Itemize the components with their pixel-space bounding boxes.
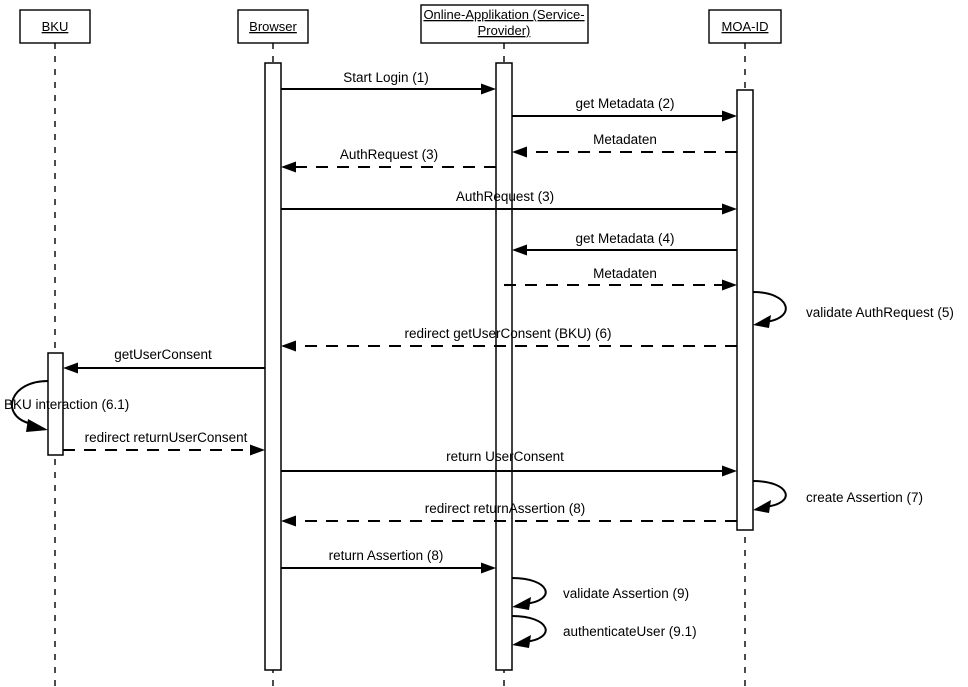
arrowhead-authrequest-3-solid [722,203,737,215]
arrowhead-create-assertion-7 [753,500,771,513]
arrowhead-redirect-returnassertion [281,515,296,527]
message-validate-authrequest-5[interactable]: validate AuthRequest (5) [752,291,954,328]
message-redirect-returnassertion[interactable]: redirect returnAssertion (8) [281,501,737,527]
message-bku-interaction[interactable]: BKU interaction (6.1) [4,380,129,432]
message-loop-validate-assertion-9 [511,577,547,605]
arrowhead-metadaten-2 [722,279,737,291]
message-authenticateuser[interactable]: authenticateUser (9.1) [511,615,697,648]
participant-head-browser[interactable]: Browser [237,9,309,44]
activation-bar-browser [264,62,282,671]
arrowhead-authrequest-3-dashed [281,161,296,173]
participant-label-online-applikation-line1: Online-Applikation (Service- [423,7,584,22]
activation-bar-moa-id [736,89,754,531]
message-label-create-assertion-7: create Assertion (7) [806,490,923,505]
participant-box-bku [19,9,91,44]
arrowhead-redirect-getuserconsent [281,340,296,352]
participant-head-bku[interactable]: BKU [19,9,91,44]
message-label-bku-interaction: BKU interaction (6.1) [4,397,129,412]
message-loop-create-assertion-7 [752,480,787,508]
message-label-return-userconsent: return UserConsent [446,449,564,464]
message-authrequest-3-solid[interactable]: AuthRequest (3) [281,189,737,215]
arrowhead-return-assertion-8 [481,562,496,574]
message-label-validate-assertion-9: validate Assertion (9) [563,586,689,601]
message-getuserconsent[interactable]: getUserConsent [63,347,265,374]
arrowhead-get-metadata-4 [512,244,527,256]
arrowhead-validate-assertion-9 [512,597,531,610]
activation-bar-online-applikation [495,62,513,671]
arrowhead-return-userconsent [722,465,737,477]
participant-head-moa-id[interactable]: MOA-ID [708,9,782,44]
message-metadaten-1[interactable]: Metadaten [512,132,737,158]
participant-label-online-applikation-line2: Provider) [478,23,531,38]
message-authrequest-3-dashed[interactable]: AuthRequest (3) [281,147,496,173]
participant-label-moa-id: MOA-ID [722,19,769,34]
participant-box-moa-id [708,9,782,44]
message-label-redirect-getuserconsent: redirect getUserConsent (BKU) (6) [404,326,611,341]
participant-label-browser: Browser [249,19,297,34]
arrowhead-redirect-returnuserconsent [250,444,265,456]
arrowhead-start-login [481,83,496,95]
message-redirect-returnuserconsent[interactable]: redirect returnUserConsent [63,430,265,456]
message-metadaten-2[interactable]: Metadaten [504,266,737,291]
participant-box-browser [237,9,309,44]
activation-bar-bku [47,352,64,456]
arrowhead-bku-interaction [26,419,48,432]
message-return-assertion-8[interactable]: return Assertion (8) [281,548,496,574]
arrowhead-metadaten-1 [512,146,527,158]
message-validate-assertion-9[interactable]: validate Assertion (9) [511,577,689,610]
message-loop-validate-authrequest-5 [752,291,787,323]
message-loop-bku-interaction [11,380,49,424]
message-return-userconsent[interactable]: return UserConsent [281,449,737,477]
message-label-get-metadata-4: get Metadata (4) [575,231,674,246]
message-label-metadaten-1: Metadaten [593,132,657,147]
participant-head-online-applikation[interactable]: Online-Applikation (Service- Provider) [420,4,589,44]
participant-label-bku: BKU [42,19,69,34]
message-create-assertion-7[interactable]: create Assertion (7) [752,480,923,513]
arrowhead-get-metadata-2 [722,110,737,122]
arrowhead-authenticateuser [512,635,531,648]
message-label-return-assertion-8: return Assertion (8) [329,548,444,563]
message-redirect-getuserconsent[interactable]: redirect getUserConsent (BKU) (6) [281,326,737,352]
message-loop-authenticateuser [511,615,547,643]
message-label-authrequest-3-dashed: AuthRequest (3) [340,147,438,162]
message-label-getuserconsent: getUserConsent [114,347,212,362]
message-start-login[interactable]: Start Login (1) [281,70,496,95]
arrowhead-getuserconsent [63,362,78,374]
message-label-authenticateuser: authenticateUser (9.1) [563,624,697,639]
message-label-metadaten-2: Metadaten [593,266,657,281]
message-label-get-metadata-2: get Metadata (2) [575,96,674,111]
message-get-metadata-2[interactable]: get Metadata (2) [512,96,737,122]
message-label-validate-authrequest-5: validate AuthRequest (5) [806,305,954,320]
message-get-metadata-4[interactable]: get Metadata (4) [512,231,737,256]
message-label-start-login: Start Login (1) [343,70,429,85]
arrowhead-validate-authrequest-5 [753,315,771,328]
message-label-redirect-returnassertion: redirect returnAssertion (8) [425,501,586,516]
message-label-authrequest-3-solid: AuthRequest (3) [456,189,554,204]
message-label-redirect-returnuserconsent: redirect returnUserConsent [85,430,248,445]
